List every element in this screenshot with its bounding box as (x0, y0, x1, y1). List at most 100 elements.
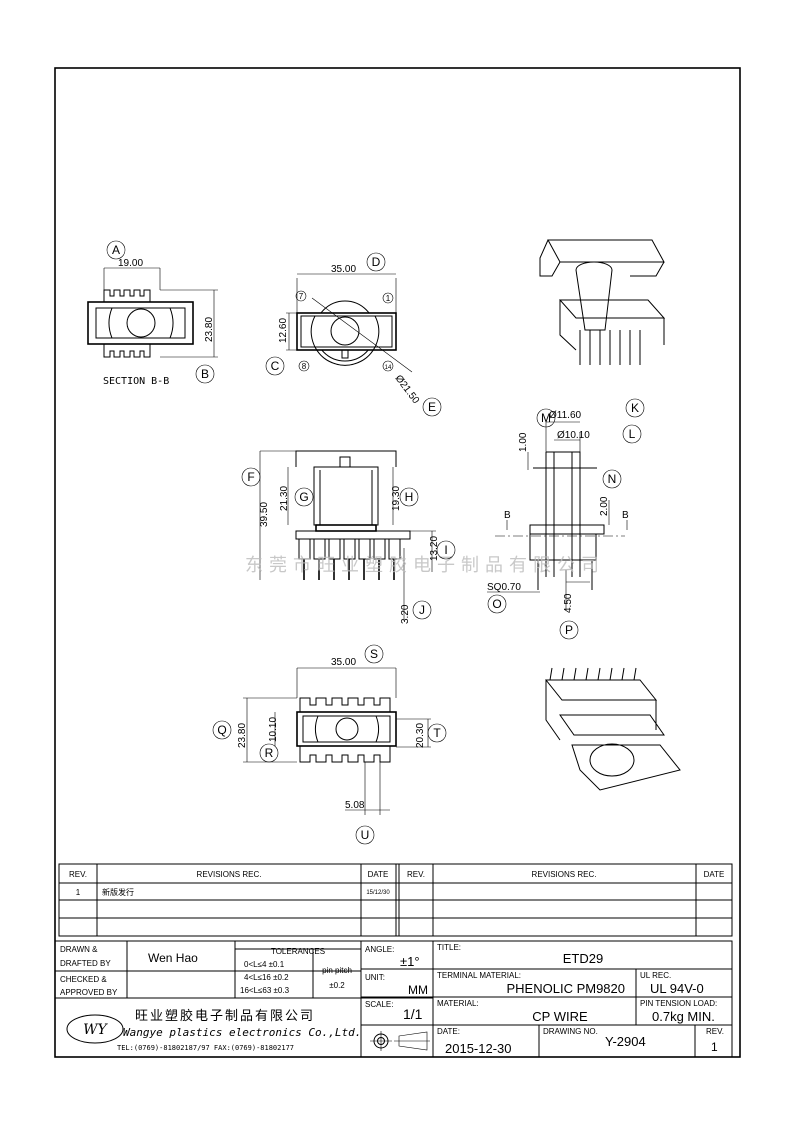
callout-m: M (541, 411, 551, 425)
revision-table: REV. REVISIONS REC. DATE REV. REVISIONS … (58, 863, 733, 937)
date-value: 2015-12-30 (445, 1041, 512, 1056)
title-value: ETD29 (563, 951, 603, 966)
tolerance-row-2: 4<L≤16 ±0.2 (244, 973, 289, 982)
bottom-view: 35.00 23.80 10.10 20.30 5.08 (237, 657, 431, 815)
dim-m: 1.00 (518, 432, 529, 452)
dim-n: 2.00 (599, 496, 610, 516)
scale-label: SCALE: (365, 1000, 393, 1009)
callout-l: L (629, 427, 636, 441)
date-header-2: DATE (704, 870, 725, 879)
company-name-en: Wangye plastics electronics Co.,Ltd. (123, 1026, 361, 1039)
callout-n: N (608, 472, 617, 486)
dim-s: 35.00 (331, 657, 356, 668)
section-label: SECTION B-B (103, 376, 169, 387)
tolerance-row-1: 0<L≤4 ±0.1 (244, 960, 285, 969)
pin-pitch-label: pin pitch (322, 966, 352, 975)
projection-symbol-icon (370, 1031, 430, 1051)
drawing-no-label: DRAWING NO. (543, 1027, 598, 1036)
material-label: MATERIAL: (437, 999, 479, 1008)
callout-t: T (433, 726, 441, 740)
callout-d: D (372, 255, 381, 269)
ul-rec-label: UL REC. (640, 971, 671, 980)
company-contact: TEL:(0769)-81802187/97 FAX:(0769)-818021… (117, 1044, 294, 1052)
dim-g: 21.30 (279, 486, 290, 511)
drawing-no-value: Y-2904 (605, 1034, 646, 1049)
callout-h: H (405, 490, 414, 504)
front-view: 39.50 21.30 19.30 13.20 3.20 (259, 450, 440, 624)
ul-rec-value: UL 94V-0 (650, 981, 704, 996)
dim-r: 10.10 (268, 717, 279, 742)
callout-a: A (112, 243, 120, 257)
tolerances-label: TOLERANCES (271, 947, 325, 956)
terminal-material-value: PHENOLIC PM9820 (507, 981, 626, 996)
dim-c: 12.60 (278, 318, 289, 343)
callout-q: Q (217, 723, 226, 737)
rev-value: 1 (711, 1040, 718, 1054)
pin-pitch-value: ±0.2 (329, 981, 345, 990)
callout-g: G (299, 490, 308, 504)
section-mark-left: B (504, 510, 511, 521)
scale-value: 1/1 (403, 1006, 423, 1022)
dim-l: Ø10.10 (557, 430, 590, 441)
callout-b: B (201, 367, 209, 381)
tolerance-row-3: 16<L≤63 ±0.3 (240, 986, 290, 995)
pin-tension-value: 0.7kg MIN. (652, 1009, 715, 1024)
dim-u: 5.08 (345, 800, 365, 811)
dim-o: SQ0.70 (487, 582, 521, 593)
isometric-view-bottom (544, 667, 681, 791)
side-view: B B Ø11.60 Ø10.10 1.00 2.00 SQ0.70 4.50 (487, 410, 629, 613)
revision-row-date: 15/12/30 (366, 890, 390, 896)
title-label: TITLE: (437, 943, 461, 952)
drawn-label-2: DRAFTED BY (60, 959, 111, 968)
section-view: 19.00 23.80 SECTION B-B (87, 258, 218, 387)
dim-e: Ø21.50 (393, 373, 422, 406)
pin-label-8: 8 (302, 362, 307, 371)
callout-p: P (565, 623, 573, 637)
callout-o: O (492, 597, 501, 611)
date-label: DATE: (437, 1027, 460, 1036)
title-block: DRAWN & DRAFTED BY Wen Hao CHECKED & APP… (54, 940, 733, 1058)
date-header: DATE (368, 870, 389, 879)
revision-row-rec: 新版发行 (102, 887, 134, 897)
company-name-cn: 旺业塑胶电子制品有限公司 (135, 1008, 315, 1024)
material-value: CP WIRE (532, 1009, 588, 1024)
dim-i: 13.20 (429, 536, 440, 561)
isometric-view-top (539, 239, 666, 365)
callout-r: R (265, 746, 274, 760)
callout-s: S (370, 647, 378, 661)
terminal-material-label: TERMINAL MATERIAL: (437, 971, 521, 980)
top-view: 35.00 12.60 Ø21.50 7 1 8 14 (278, 264, 421, 406)
dim-d: 35.00 (331, 264, 356, 275)
callout-markers: A B C D E F G H I J K L M N O P Q R S T … (106, 240, 645, 845)
watermark: 东莞市旺业塑胶电子制品有限公司 (245, 555, 605, 576)
callout-e: E (428, 400, 436, 414)
callout-j: J (419, 603, 425, 617)
pin-label-1: 1 (386, 294, 391, 303)
rev-label: REV. (706, 1027, 724, 1036)
callout-u: U (361, 828, 370, 842)
dim-q: 23.80 (237, 723, 248, 748)
unit-label: UNIT: (365, 973, 385, 982)
checked-label-1: CHECKED & (60, 975, 107, 984)
dim-t: 20.30 (415, 723, 426, 748)
dim-k: Ø11.60 (549, 410, 581, 421)
rev-header-2: REV. (407, 870, 425, 879)
drawn-label-1: DRAWN & (60, 945, 98, 954)
pin-label-14: 14 (385, 365, 392, 371)
dim-a: 19.00 (118, 258, 143, 269)
callout-f: F (247, 470, 254, 484)
dim-p: 4.50 (563, 593, 574, 613)
section-mark-right: B (622, 510, 629, 521)
dim-b: 23.80 (204, 317, 215, 342)
callout-i: I (444, 543, 447, 557)
dim-h: 19.30 (391, 486, 402, 511)
pin-tension-label: PIN TENSION LOAD: (640, 999, 717, 1008)
revisions-header: REVISIONS REC. (197, 870, 262, 879)
unit-value: MM (408, 983, 428, 997)
angle-value: ±1° (400, 954, 420, 969)
callout-k: K (631, 401, 639, 415)
drawn-by-value: Wen Hao (148, 951, 198, 965)
rev-header: REV. (69, 870, 87, 879)
dim-f: 39.50 (259, 502, 270, 527)
